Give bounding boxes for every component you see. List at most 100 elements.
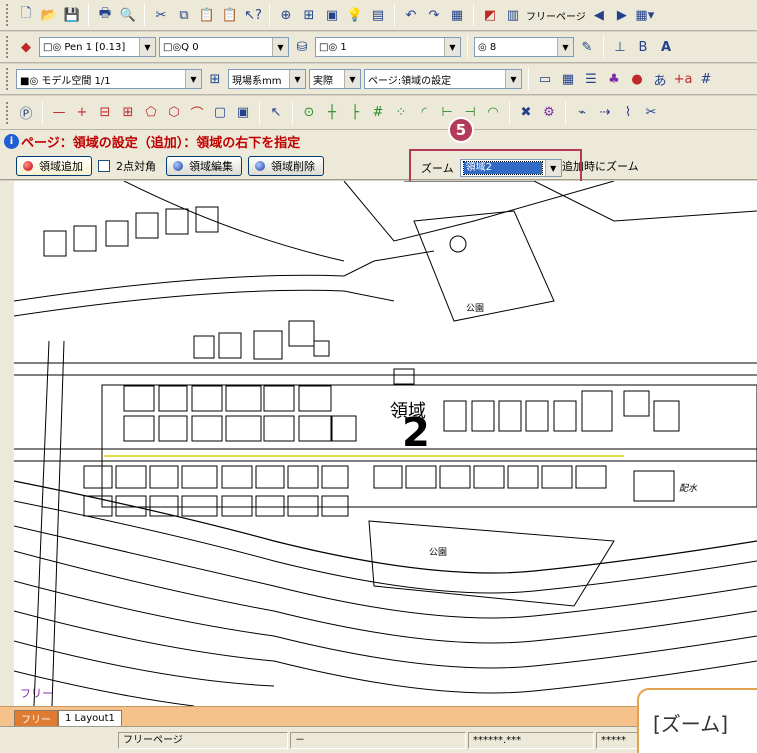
frame-icon[interactable]: ▭ <box>538 71 552 87</box>
layer-combo[interactable]: □◎Q 0▼ <box>159 37 289 57</box>
cut-icon[interactable]: ✂ <box>155 7 167 23</box>
unit-value: 現場系mm <box>232 75 282 87</box>
chevron-down-icon[interactable]: ▼ <box>505 70 521 88</box>
toolbar-grip[interactable] <box>6 36 10 58</box>
delete-segment-icon[interactable]: ✂ <box>645 105 657 120</box>
break-icon[interactable]: ⌇ <box>624 105 632 120</box>
page-icon[interactable]: ▥ <box>506 7 520 23</box>
copy-icon[interactable]: ⧉ <box>179 7 189 23</box>
print-icon[interactable]: 🖶 <box>98 6 112 21</box>
line-combo[interactable]: □◎ 1 ▼ <box>315 37 461 57</box>
command-title-bar: i ページ：領域の設定（追加）：領域の右下を指定 <box>0 130 757 152</box>
toolbar-grip[interactable] <box>6 101 10 124</box>
chevron-down-icon[interactable]: ▼ <box>557 38 573 56</box>
command-value: ページ:領域の設定 <box>368 75 452 87</box>
chevron-down-icon[interactable]: ▼ <box>272 38 288 56</box>
stamp-icon[interactable]: Ⓟ <box>19 107 33 122</box>
two-point-diagonal-checkbox[interactable] <box>98 159 110 172</box>
save-icon[interactable]: 💾 <box>63 7 81 23</box>
snap-tangent-icon[interactable]: ◠ <box>487 105 499 120</box>
polygon-icon[interactable]: ⬠ <box>145 105 157 120</box>
table-icon[interactable]: ▦ <box>561 71 575 87</box>
snap-grid-icon[interactable]: # <box>372 105 384 120</box>
chevron-down-icon[interactable]: ▼ <box>344 70 360 88</box>
zoom-select[interactable]: 領域2 ▼ <box>459 159 562 177</box>
next-page-icon[interactable]: ▶ <box>616 7 627 23</box>
zoom-icon[interactable]: ⊕ <box>280 7 292 23</box>
rect-split-icon[interactable]: ⊞ <box>122 105 134 120</box>
delete-region-button[interactable]: 領域削除 <box>248 155 324 176</box>
zoom-window-icon[interactable]: ⊞ <box>303 7 315 23</box>
prev-page-icon[interactable]: ◀ <box>593 7 604 23</box>
drawing-canvas[interactable]: 領域 2 公園 公園 配水 フリー <box>14 181 757 706</box>
symbol-icon[interactable]: ♣ <box>608 71 620 87</box>
hatch-icon[interactable]: ⊥ <box>614 39 626 55</box>
redo-icon[interactable]: ↷ <box>428 7 440 23</box>
snap-arc-icon[interactable]: ◜ <box>421 105 427 120</box>
line-combo-value: □◎ 1 <box>319 41 347 53</box>
polyline-icon[interactable]: ⌒ <box>190 107 204 122</box>
chevron-down-icon[interactable]: ▼ <box>444 38 460 56</box>
snap-center-icon[interactable]: ⊙ <box>303 105 315 120</box>
tab-layout1[interactable]: 1 Layout1 <box>58 710 122 726</box>
space-settings-icon[interactable]: ⊞ <box>209 71 221 87</box>
snap-off-icon[interactable]: ✖ <box>520 105 532 120</box>
undo-icon[interactable]: ↶ <box>405 7 417 23</box>
text-icon[interactable]: A <box>660 39 672 55</box>
new-file-icon[interactable]: 🗋 <box>20 6 32 21</box>
paste-icon[interactable]: 📋 <box>198 7 216 23</box>
list-icon[interactable]: ☰ <box>585 71 597 87</box>
snap-mid-icon[interactable]: ├ <box>351 105 359 120</box>
park-label-2: 公園 <box>429 548 448 558</box>
snap-point-icon[interactable]: ⁘ <box>395 105 407 120</box>
page-menu-icon[interactable]: ▦▾ <box>635 7 655 23</box>
chevron-down-icon[interactable]: ▼ <box>185 70 201 88</box>
snap-near-icon[interactable]: ⊣ <box>464 105 476 120</box>
edit-region-button[interactable]: 領域編集 <box>166 155 242 176</box>
view-icon[interactable]: ▤ <box>371 7 385 23</box>
grid-icon[interactable]: ▦ <box>450 7 464 23</box>
toolbar-grip[interactable] <box>6 4 10 26</box>
select-arrow-icon[interactable]: ↖ <box>270 105 282 120</box>
insert-text-icon[interactable]: +a <box>673 71 693 87</box>
line-icon[interactable]: — <box>52 105 66 120</box>
chevron-down-icon[interactable]: ▼ <box>544 160 561 176</box>
snap-end-icon[interactable]: ┼ <box>328 105 336 120</box>
snap-perp-icon[interactable]: ⊢ <box>441 105 453 120</box>
tab-free[interactable]: フリー <box>14 710 58 726</box>
bulb-icon[interactable]: 💡 <box>346 7 364 23</box>
snap-settings-icon[interactable]: ⚙ <box>543 105 555 120</box>
rect-icon[interactable]: ⊟ <box>99 105 111 120</box>
color-icon[interactable]: ● <box>631 71 643 87</box>
model-space-combo[interactable]: ■◎ モデル空間 1/1▼ <box>16 69 202 89</box>
layer-settings-icon[interactable]: ⛁ <box>296 39 308 55</box>
frame-fill-icon[interactable]: ▣ <box>236 105 250 120</box>
frame-draw-icon[interactable]: ▢ <box>213 105 227 120</box>
unit-combo[interactable]: 現場系mm ▼ <box>228 69 306 89</box>
chevron-down-icon[interactable]: ▼ <box>139 38 155 56</box>
polygon-add-icon[interactable]: ⬡ <box>168 105 180 120</box>
scale-combo[interactable]: 実際▼ <box>309 69 361 89</box>
free-page-label[interactable]: フリーページ <box>526 11 586 23</box>
cross-line-icon[interactable]: + <box>76 105 88 120</box>
kanji-icon[interactable]: あ <box>653 73 667 89</box>
trim-icon[interactable]: ⌁ <box>578 105 586 120</box>
zoom-callout: [ズーム] <box>637 688 757 753</box>
extend-icon[interactable]: ⇢ <box>599 105 611 120</box>
open-folder-icon[interactable]: 📂 <box>40 7 58 23</box>
zoom-all-icon[interactable]: ▣ <box>325 7 339 23</box>
add-region-button[interactable]: 領域追加 <box>16 155 92 176</box>
width-combo[interactable]: ◎ 8▼ <box>474 37 574 57</box>
help-pointer-icon[interactable]: ↖? <box>244 7 262 23</box>
diamond-icon[interactable]: ◆ <box>21 39 31 55</box>
pen-combo[interactable]: □◎ Pen 1 [0.13]▼ <box>39 37 156 57</box>
pick-icon[interactable]: ✎ <box>581 39 593 55</box>
command-combo[interactable]: ページ:領域の設定 ▼ <box>364 69 522 89</box>
dim-icon[interactable]: B <box>638 39 648 55</box>
chevron-down-icon[interactable]: ▼ <box>289 70 305 88</box>
grid-hash-icon[interactable]: # <box>700 71 712 87</box>
layout-icon[interactable]: ◩ <box>483 7 497 23</box>
print-preview-icon[interactable]: 🔍 <box>119 7 137 23</box>
toolbar-grip[interactable] <box>6 68 10 90</box>
paste-special-icon[interactable]: 📋 <box>221 7 239 23</box>
